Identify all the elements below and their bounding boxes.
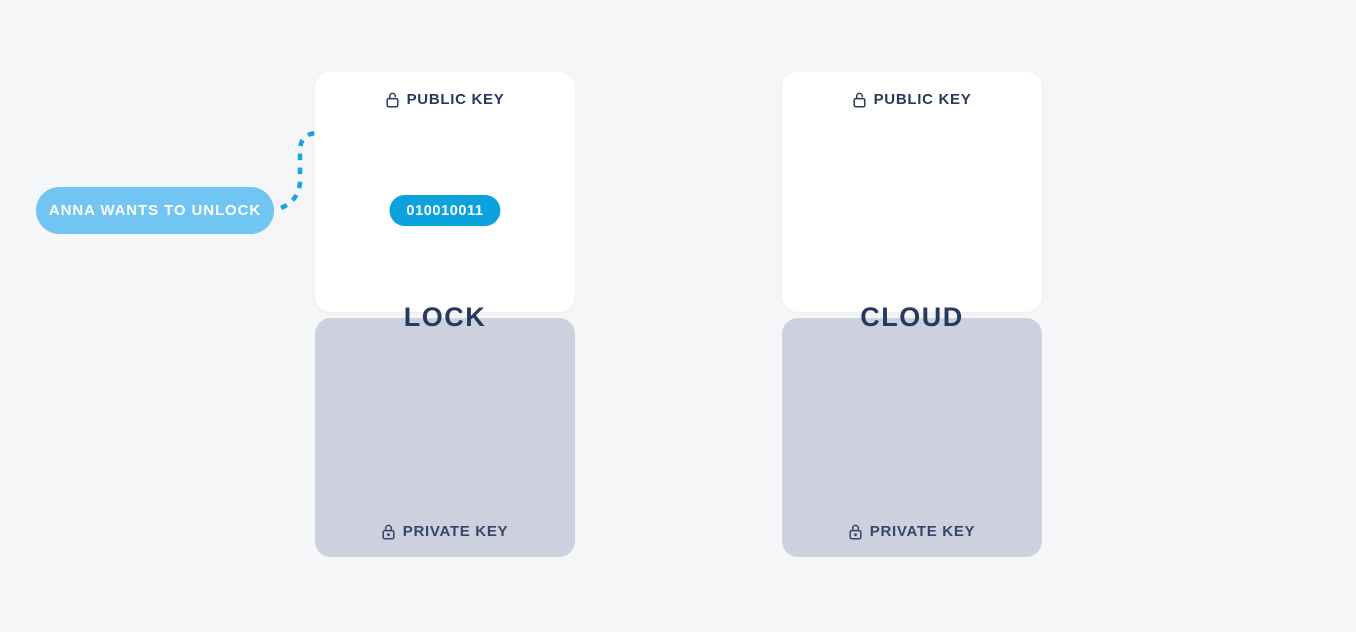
anna-request-pill: ANNA WANTS TO UNLOCK (36, 187, 274, 234)
private-key-title: PRIVATE KEY (402, 523, 509, 540)
public-key-title: PUBLIC KEY (406, 91, 505, 108)
column-label-lock: LOCK (403, 302, 487, 332)
private-key-card-lock: PRIVATE KEY (315, 318, 575, 557)
unlock-icon (853, 92, 866, 108)
lock-keypair-group: PUBLIC KEY 010010011 LOCK PRIVATE KEY (315, 72, 575, 558)
unlock-icon (386, 92, 399, 108)
public-key-card-cloud: PUBLIC KEY (782, 72, 1042, 312)
lock-icon (382, 524, 395, 540)
column-label-cloud: CLOUD (860, 302, 964, 332)
private-key-header: PRIVATE KEY (849, 523, 976, 540)
public-key-card-lock: PUBLIC KEY 010010011 (315, 72, 575, 312)
lock-icon (849, 524, 862, 540)
public-key-header: PUBLIC KEY (782, 72, 1042, 108)
public-key-title: PUBLIC KEY (873, 91, 972, 108)
private-key-title: PRIVATE KEY (869, 523, 976, 540)
cloud-keypair-group: PUBLIC KEY CLOUD PRIVATE KEY (782, 72, 1042, 558)
private-key-header: PRIVATE KEY (382, 523, 509, 540)
dashed-arrow-path (280, 130, 449, 211)
public-key-value-pill: 010010011 (389, 195, 501, 226)
private-key-card-cloud: PRIVATE KEY (782, 318, 1042, 557)
public-key-header: PUBLIC KEY (315, 72, 575, 108)
